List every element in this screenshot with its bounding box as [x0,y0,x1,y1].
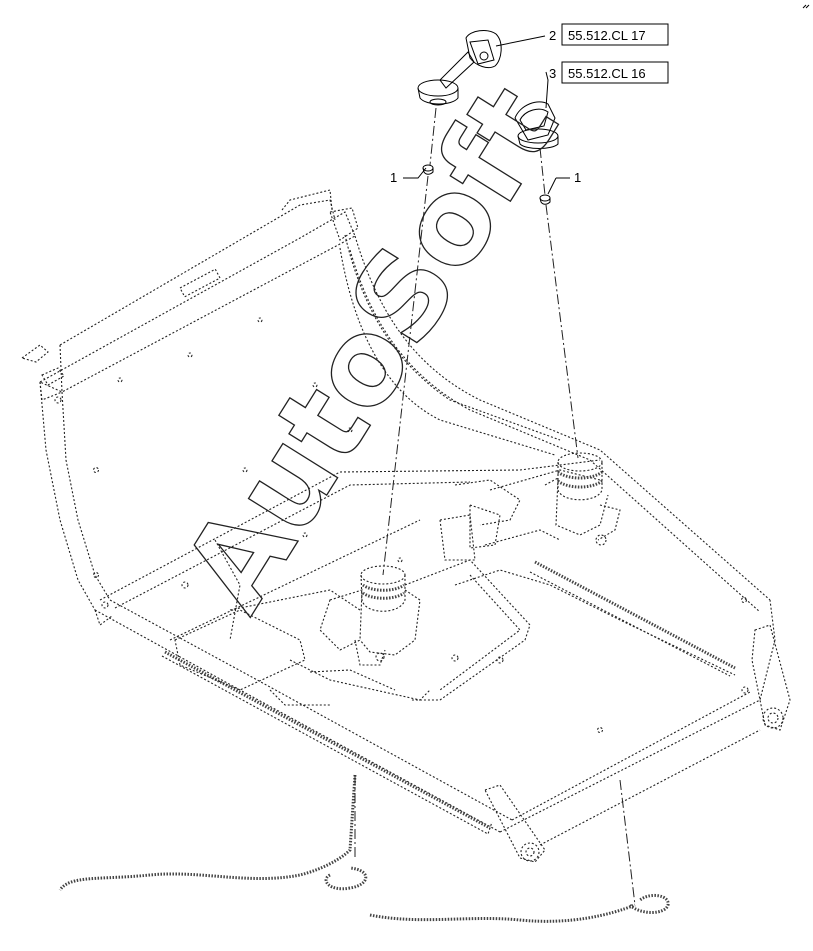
callout-2: 2 55.512.CL 17 [495,23,669,47]
callout-2-number: 2 [549,28,556,43]
callout-3: 3 55.512.CL 16 [545,61,669,109]
corner-mark [802,4,810,9]
callout-1-right-number: 1 [574,170,581,185]
callout-2-reference[interactable]: 55.512.CL 17 [568,28,646,43]
right-pedal-base [544,452,621,546]
assembly-lines [382,107,579,576]
part-3-pedal [514,101,559,149]
frame-assembly [20,189,791,923]
part-1-nut-left [422,164,434,175]
callout-1-left-number: 1 [390,170,397,185]
callout-1-left: 1 [390,167,427,185]
callout-3-reference[interactable]: 55.512.CL 16 [568,66,646,81]
part-1-nut-right [539,194,551,205]
callout-1-right: 1 [547,170,581,195]
callout-3-number: 3 [549,66,556,81]
left-pedal-base [319,565,421,666]
watermark-text: AutoSoft [157,62,585,633]
part-2-pedal [417,30,502,106]
